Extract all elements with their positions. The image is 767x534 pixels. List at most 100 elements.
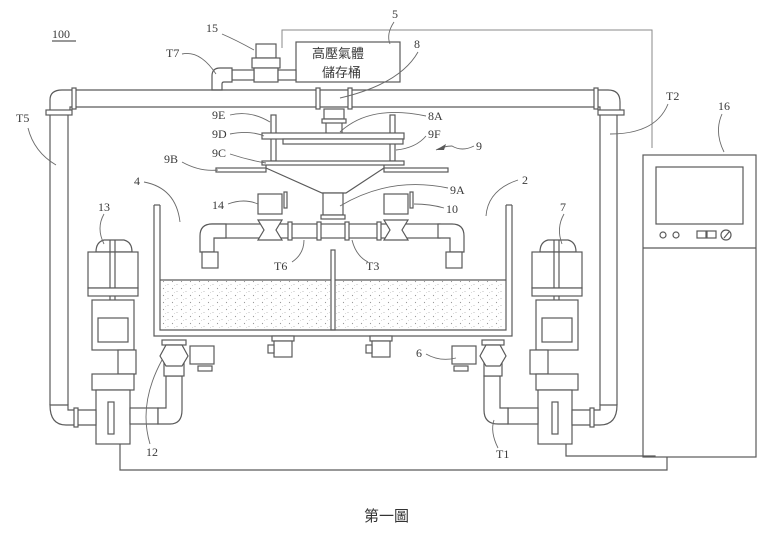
leader-t2 xyxy=(609,103,669,135)
elbow-t7 xyxy=(211,67,233,91)
pipe-t2: T2 xyxy=(599,89,679,405)
outlet-left xyxy=(201,251,219,269)
pump-13-window xyxy=(97,317,129,343)
figure-caption: 第一圖 xyxy=(364,507,409,525)
left-bottom-piping: 12 xyxy=(49,339,215,459)
tank-outer-wall xyxy=(153,205,513,337)
leader-9b xyxy=(181,161,219,171)
controller-button-round-1[interactable] xyxy=(659,231,667,239)
pump-13-motor xyxy=(87,251,139,289)
label-8a: 8A xyxy=(428,109,443,123)
valve-6-foot xyxy=(453,365,469,372)
valve-12-actuator xyxy=(189,345,215,365)
controller-button-round-2[interactable] xyxy=(672,231,680,239)
leader-t5 xyxy=(27,127,57,166)
leader-13 xyxy=(99,213,105,245)
control-wire-top xyxy=(281,29,653,148)
coupling-bottom-right xyxy=(589,407,595,428)
distribution-elbow-left xyxy=(199,223,227,253)
pump-7-inlet xyxy=(537,389,573,445)
outlet-right xyxy=(445,251,463,269)
valve-14-handle xyxy=(283,191,288,209)
right-bottom-piping: 6 T1 xyxy=(416,339,618,461)
storage-tank-text-line1: 高壓氣體 xyxy=(312,46,364,62)
arrow-9-icon xyxy=(436,144,446,150)
valve-6-actuator xyxy=(451,345,477,365)
valve-6-flange-top xyxy=(481,339,505,346)
pump-7-band xyxy=(531,287,583,297)
elbow-flange-left xyxy=(45,109,73,116)
label-7: 7 xyxy=(560,200,566,214)
label-t1: T1 xyxy=(496,447,509,461)
pipe-to-tank xyxy=(277,69,297,81)
header-tee-left xyxy=(315,87,321,110)
distribution-elbow-right xyxy=(437,223,465,253)
label-9c: 9C xyxy=(212,146,226,160)
leader-t3 xyxy=(351,239,369,263)
sand-left xyxy=(161,281,330,329)
elbow-bottom-left xyxy=(49,404,97,426)
coupling-bottom-left xyxy=(73,407,79,428)
tee-coupling-left xyxy=(316,221,322,241)
leader-12 xyxy=(145,359,163,445)
control-wire-left-pump xyxy=(119,444,668,471)
pipe-to-valve-12 xyxy=(129,407,159,425)
pipe-t5: T5 xyxy=(16,111,69,405)
gauge-needle xyxy=(723,231,730,239)
label-5: 5 xyxy=(392,7,398,21)
plate-9d xyxy=(261,132,405,140)
controller-button-square-2[interactable] xyxy=(706,230,717,239)
sand-right xyxy=(336,281,505,329)
leader-7 xyxy=(559,213,565,245)
coupling-b xyxy=(376,221,382,241)
leader-9f xyxy=(395,135,427,151)
elbow-flange-right xyxy=(597,109,625,116)
leader-9d xyxy=(229,131,265,137)
label-t6: T6 xyxy=(274,259,287,273)
pipe-t7-segment xyxy=(231,69,255,81)
reference-number-label: 100 xyxy=(52,27,70,41)
pump-13: 13 xyxy=(87,200,139,445)
label-t5: T5 xyxy=(16,111,29,125)
label-12: 12 xyxy=(146,445,158,459)
pump-13-cap xyxy=(95,239,133,253)
pump-13-band xyxy=(87,287,139,297)
plate-9b-left xyxy=(215,167,267,173)
top-header-pipe xyxy=(45,87,625,116)
manifold-flange xyxy=(321,118,347,124)
label-14: 14 xyxy=(212,198,224,212)
drain-left-flange xyxy=(271,335,295,342)
tank-divider xyxy=(330,249,336,331)
leader-5 xyxy=(388,21,395,45)
controller-gauge-icon xyxy=(720,229,732,241)
leader-t1 xyxy=(492,419,499,449)
controller-button-square-1[interactable] xyxy=(696,230,707,239)
valve-14-actuator xyxy=(257,193,283,215)
figure-reference: 100 xyxy=(52,27,76,42)
nozzle-9a-flange xyxy=(320,214,346,220)
controller-screen[interactable] xyxy=(655,166,744,225)
label-t2: T2 xyxy=(666,89,679,103)
leader-8 xyxy=(339,51,419,99)
valve-15-mid xyxy=(251,57,281,69)
leader-4 xyxy=(143,181,181,223)
header-coupling-right xyxy=(593,87,599,110)
header-coupling-left xyxy=(71,87,77,110)
pipe-from-valve-6 xyxy=(507,407,539,425)
label-t3: T3 xyxy=(366,259,379,273)
label-6: 6 xyxy=(416,346,422,360)
label-15: 15 xyxy=(206,21,218,35)
drain-right-flange xyxy=(369,335,393,342)
valve-12-body xyxy=(159,344,189,367)
pump-7: 7 xyxy=(529,200,583,445)
pump-7-slot xyxy=(551,401,559,435)
valve-15-body xyxy=(253,67,279,83)
plate-9b-right xyxy=(383,167,449,173)
plate-9c xyxy=(261,160,405,166)
elbow-valve-6 xyxy=(483,375,509,425)
valve-10-actuator xyxy=(383,193,409,215)
leader-t7 xyxy=(181,52,217,75)
leader-14 xyxy=(227,200,259,205)
drain-left-body xyxy=(273,340,293,358)
